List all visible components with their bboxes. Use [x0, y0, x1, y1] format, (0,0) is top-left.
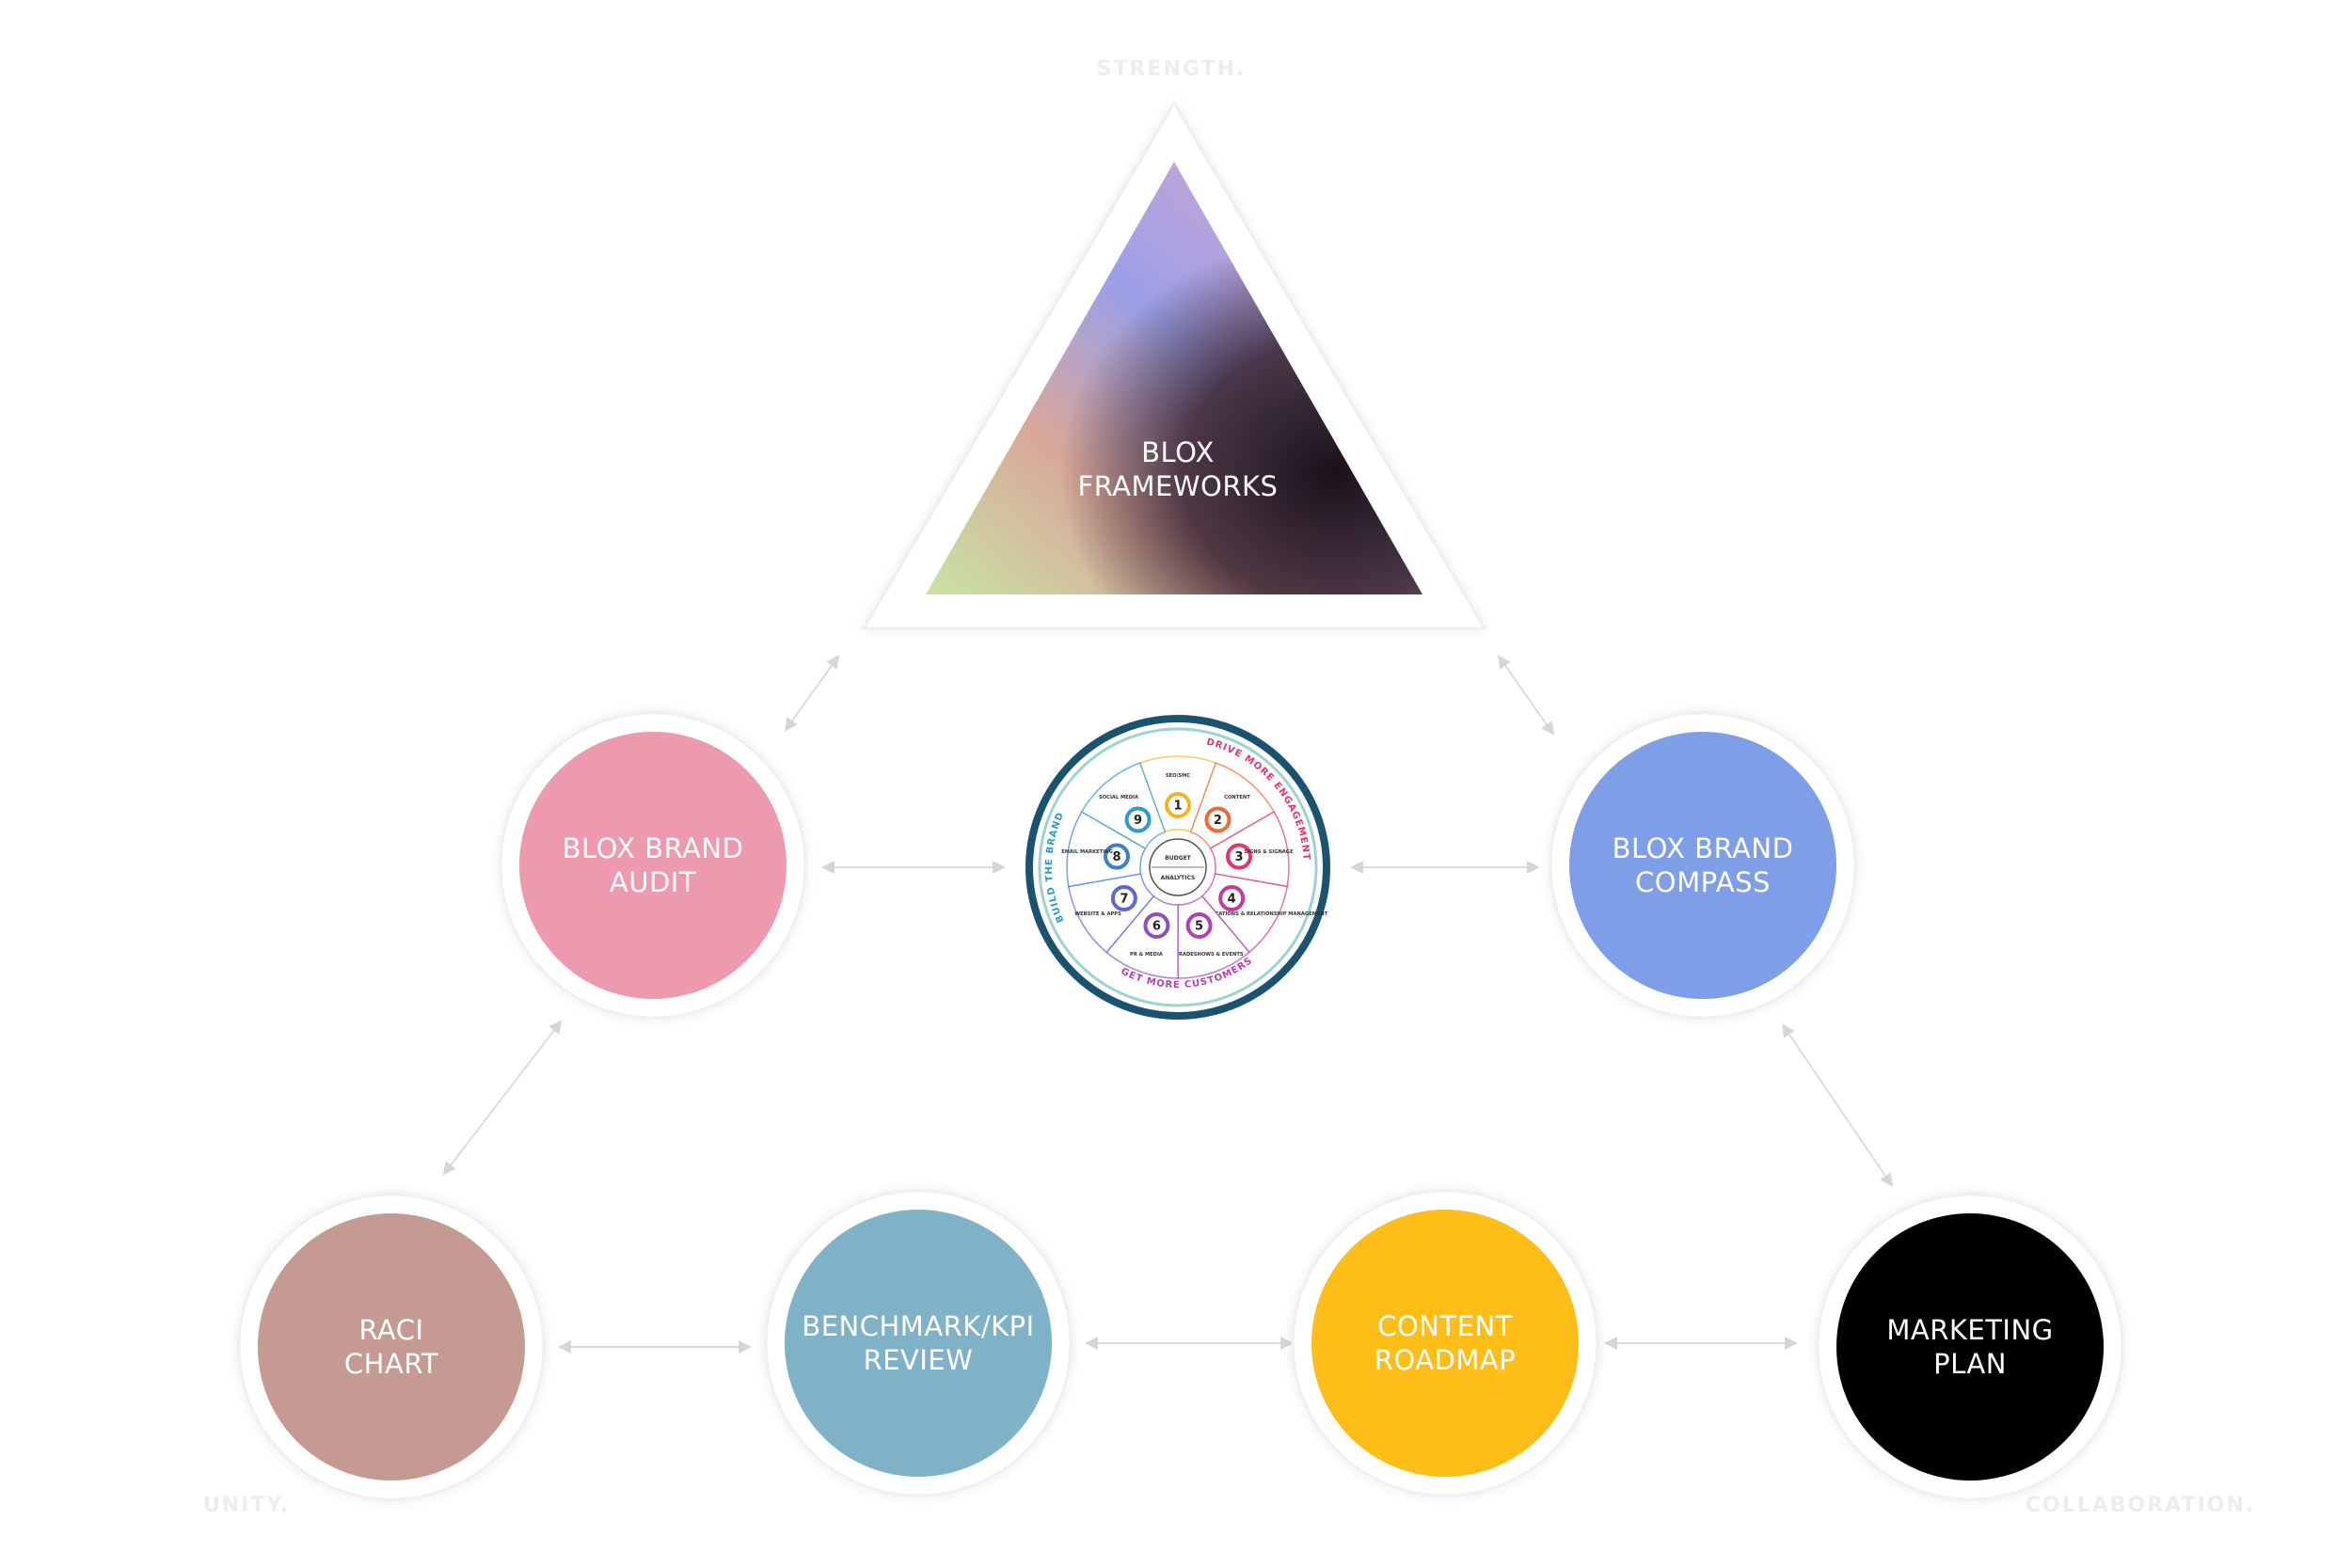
wheel-segment-label: EMAIL MARKETING — [1061, 849, 1113, 855]
node-label-line1: RACI — [358, 1314, 423, 1346]
wheel-segment-1[interactable]: 1 SEO/SMC — [1138, 755, 1217, 833]
wheel-segment-label: CONTENT — [1224, 795, 1250, 800]
wheel-segment-number-badge — [1225, 843, 1252, 870]
wheel-segment-number-badge — [1110, 885, 1137, 911]
node-label-line1: BENCHMARK/KPI — [802, 1310, 1034, 1342]
wheel-segment-number-badge — [1143, 912, 1170, 940]
wheel-segment-label: WEBSITE & APPS — [1074, 911, 1121, 917]
wheel-inner-ring — [1038, 727, 1318, 1007]
wheel-segment-number-badge — [1165, 792, 1191, 818]
wheel-segment-label: SIGNS & SIGNAGE — [1244, 849, 1294, 855]
wheel-segment-number-badge — [1185, 912, 1213, 940]
node-circle — [258, 1213, 525, 1481]
corner-word-bottom-left: UNITY. — [203, 1494, 290, 1517]
node-circle — [1569, 732, 1836, 999]
wheel-segment-number: 6 — [1152, 920, 1161, 934]
wheel-segment-9[interactable]: 9 SOCIAL MEDIA — [1080, 762, 1167, 850]
node-label-line1: BLOX BRAND — [1613, 832, 1794, 864]
node-label-line2: PLAN — [1933, 1348, 2007, 1380]
connector-triangle-audit — [784, 655, 840, 732]
connector-triangle-compass — [1497, 655, 1555, 736]
wheel-segment-number-badge — [1204, 806, 1232, 833]
wheel-segment-number: 7 — [1120, 893, 1128, 907]
node-circle — [785, 1210, 1052, 1477]
connector-compass-marketing — [1782, 1023, 1893, 1187]
wheel-segment-number-badge — [1104, 843, 1131, 870]
blox-frameworks-triangle[interactable]: BLOX FRAMEWORKS — [861, 101, 1487, 630]
wheel-segment-label: COMMUNICATIONS & RELATIONSHIP MANAGEMENT — [1187, 911, 1327, 917]
node-circle — [1311, 1210, 1579, 1477]
wheel-segment-number: 5 — [1195, 920, 1203, 934]
wheel-segment-2[interactable]: 2 CONTENT — [1189, 762, 1276, 850]
node-circle — [519, 732, 787, 999]
corner-word-bottom-right: COLLABORATION. — [2026, 1494, 2255, 1517]
wheel-segment-number: 4 — [1228, 893, 1236, 907]
node-label-line2: ROADMAP — [1375, 1344, 1516, 1376]
wheel-center-bottom-label: ANALYTICS — [1161, 875, 1196, 881]
wheel-center-top-label: BUDGET — [1165, 855, 1191, 862]
node-label-line2: COMPASS — [1635, 866, 1771, 898]
connectors — [442, 655, 1893, 1354]
wheel-segment-number-badge — [1218, 885, 1246, 911]
wheel-segment-number: 9 — [1134, 814, 1142, 828]
triangle-label-line2: FRAMEWORKS — [1078, 470, 1279, 502]
wheel-segment-number: 2 — [1214, 814, 1222, 828]
wheel-segment-number: 3 — [1234, 850, 1243, 864]
corner-word-top: STRENGTH. — [1097, 57, 1247, 81]
node-label-line1: CONTENT — [1377, 1310, 1513, 1342]
wheel-segment-number-badge — [1124, 806, 1152, 833]
node-label-line2: AUDIT — [610, 866, 696, 898]
triangle-label-line1: BLOX — [1141, 436, 1215, 468]
wheel-segment-6[interactable]: 6 PR & MEDIA — [1105, 895, 1179, 979]
wheel-segment-number: 1 — [1173, 800, 1182, 814]
node-circle — [1836, 1213, 2104, 1481]
connector-audit-raci — [442, 1020, 563, 1176]
wheel-segment-label: SEO/SMC — [1166, 773, 1190, 779]
wheel-segment-number: 8 — [1112, 850, 1120, 864]
node-label-line2: CHART — [344, 1348, 438, 1380]
node-label-line1: BLOX BRAND — [563, 832, 744, 864]
node-label-line2: REVIEW — [864, 1344, 974, 1376]
node-label-line1: MARKETING — [1886, 1314, 2053, 1346]
wheel-segment-label: PR & MEDIA — [1130, 952, 1163, 958]
wheel-segment-label: TRADESHOWS & EVENTS — [1175, 952, 1243, 958]
wheel-segment-label: SOCIAL MEDIA — [1099, 795, 1138, 800]
